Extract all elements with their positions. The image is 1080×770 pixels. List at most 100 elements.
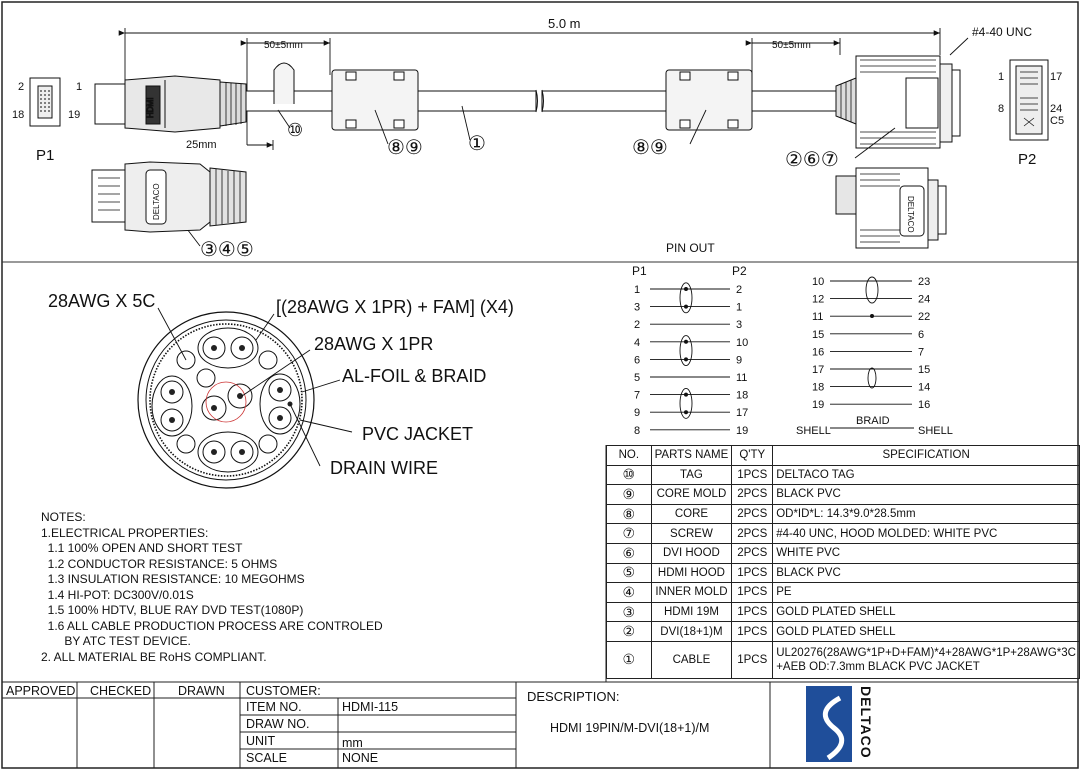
- part-spec: GOLD PLATED SHELL: [772, 601, 1080, 623]
- notes-block: NOTES:1.ELECTRICAL PROPERTIES: 1.1 100% …: [41, 510, 383, 665]
- note-line: 1.ELECTRICAL PROPERTIES:: [41, 525, 209, 540]
- part-qty: 1PCS: [731, 601, 774, 623]
- header-specification: SPECIFICATION: [772, 445, 1080, 466]
- pinout-title: PIN OUT: [666, 241, 715, 255]
- part-name: SCREW: [650, 523, 733, 544]
- drawn-label: DRAWN: [178, 684, 225, 698]
- part-spec: #4-40 UNC, HOOD MOLDED: WHITE PVC: [772, 523, 1080, 544]
- pin-right-p2: 16: [918, 399, 930, 411]
- pin-right-p2: 22: [918, 311, 930, 323]
- item-no-value: HDMI-115: [342, 700, 399, 714]
- pin-right-p2: 7: [918, 346, 924, 358]
- part-name: DVI HOOD: [650, 542, 733, 564]
- label-pvc-jacket: PVC JACKET: [362, 424, 473, 444]
- description-value: HDMI 19PIN/M-DVI(18+1)/M: [550, 721, 710, 735]
- pin-left-p1: 7: [634, 390, 640, 402]
- part-qty: 2PCS: [731, 503, 774, 525]
- p1-pin-2: 2: [18, 81, 24, 93]
- part-no: ④: [606, 582, 652, 603]
- hdmi-side-view: [91, 161, 247, 233]
- description-label: DESCRIPTION:: [527, 689, 620, 704]
- part-qty: 1PCS: [731, 621, 774, 642]
- pin-right-p1: 19: [812, 399, 824, 411]
- pin-left-p1: 2: [634, 319, 640, 331]
- pin-left-p2: 9: [736, 354, 742, 366]
- pinout-p2-head: P2: [732, 264, 747, 278]
- twisted-pair-mark: [867, 367, 877, 389]
- pin-right-p2: 6: [918, 329, 924, 341]
- hdmi-side-brand: DELTACO: [152, 183, 161, 220]
- cable-assembly-drawing: HDMI: [94, 55, 961, 149]
- p2-pin-c5: C5: [1050, 115, 1064, 127]
- dim-left-label: 50±5mm: [264, 40, 303, 51]
- pin-node: [684, 339, 688, 344]
- part-qty: 1PCS: [731, 640, 774, 679]
- label-28awg-1pr: 28AWG X 1PR: [314, 334, 433, 354]
- label-al-foil-braid: AL-FOIL & BRAID: [342, 366, 486, 386]
- hdmi-hood: [124, 75, 221, 133]
- twisted-pair-mark: [679, 387, 693, 419]
- part-no: ②: [606, 621, 652, 642]
- p2-pin-24: 24: [1050, 103, 1062, 115]
- pin-right-p1: 10: [812, 276, 824, 288]
- pin-right-p2: 24: [918, 294, 930, 306]
- deltaco-logo-text: DELTACO: [858, 686, 874, 759]
- part-name: HDMI HOOD: [650, 562, 733, 584]
- pin-node: [684, 287, 688, 291]
- pin-left-p1: 6: [634, 354, 640, 366]
- part-no: ⑤: [606, 562, 652, 584]
- part-qty: 1PCS: [731, 464, 774, 486]
- callout-3-4-5: ③④⑤: [200, 239, 254, 261]
- pin-node: [684, 304, 688, 309]
- checked-label: CHECKED: [90, 684, 152, 698]
- ferrite-core-right: [665, 69, 753, 131]
- pin-left-p1: 3: [634, 302, 640, 314]
- part-spec: GOLD PLATED SHELL: [772, 621, 1080, 642]
- twisted-pair-mark: [865, 276, 879, 304]
- note-line: 1.5 100% HDTV, BLUE RAY DVD TEST(1080P): [41, 603, 304, 617]
- p2-connector-face: [1009, 59, 1049, 141]
- scale-label: SCALE: [246, 751, 287, 765]
- unit-label: UNIT: [246, 734, 276, 748]
- part-no: ⑥: [606, 542, 652, 564]
- pin-node: [870, 314, 874, 318]
- pin-left-p2: 1: [736, 302, 742, 314]
- pin-node: [684, 392, 688, 397]
- part-spec: WHITE PVC: [772, 542, 1080, 564]
- p1-pin-19: 19: [68, 109, 80, 121]
- pin-node: [684, 357, 688, 362]
- part-name: TAG: [650, 464, 733, 486]
- scale-value: NONE: [342, 751, 379, 765]
- hdmi-logo: HDMI: [146, 98, 155, 118]
- p2-pin-17: 17: [1050, 71, 1062, 83]
- ferrite-core-left: [331, 69, 419, 131]
- twisted-pair-mark: [679, 282, 693, 314]
- deltaco-logo: [806, 686, 852, 762]
- part-name: CORE MOLD: [650, 484, 733, 505]
- p1-pin-1: 1: [76, 81, 82, 93]
- pin-left-p1: 9: [634, 407, 640, 419]
- dimension-lines: [118, 28, 941, 150]
- approved-label: APPROVED: [6, 684, 76, 698]
- pinout-p1-head: P1: [632, 264, 647, 278]
- note-line: BY ATC TEST DEVICE.: [41, 634, 191, 648]
- part-spec: BLACK PVC: [772, 484, 1080, 505]
- pin-left-p2: 3: [736, 319, 742, 331]
- pin-left-p2: 11: [736, 372, 747, 384]
- header-no: NO.: [606, 445, 652, 466]
- dim-25-label: 25mm: [186, 139, 217, 151]
- twisted-pair-mark: [679, 335, 693, 367]
- pin-right-p2: 14: [918, 382, 930, 394]
- p1-pin-18: 18: [12, 109, 24, 121]
- part-no: ①: [606, 640, 652, 679]
- callout-1: ①: [468, 133, 486, 155]
- note-line: 1.4 HI-POT: DC300V/0.01S: [41, 587, 194, 602]
